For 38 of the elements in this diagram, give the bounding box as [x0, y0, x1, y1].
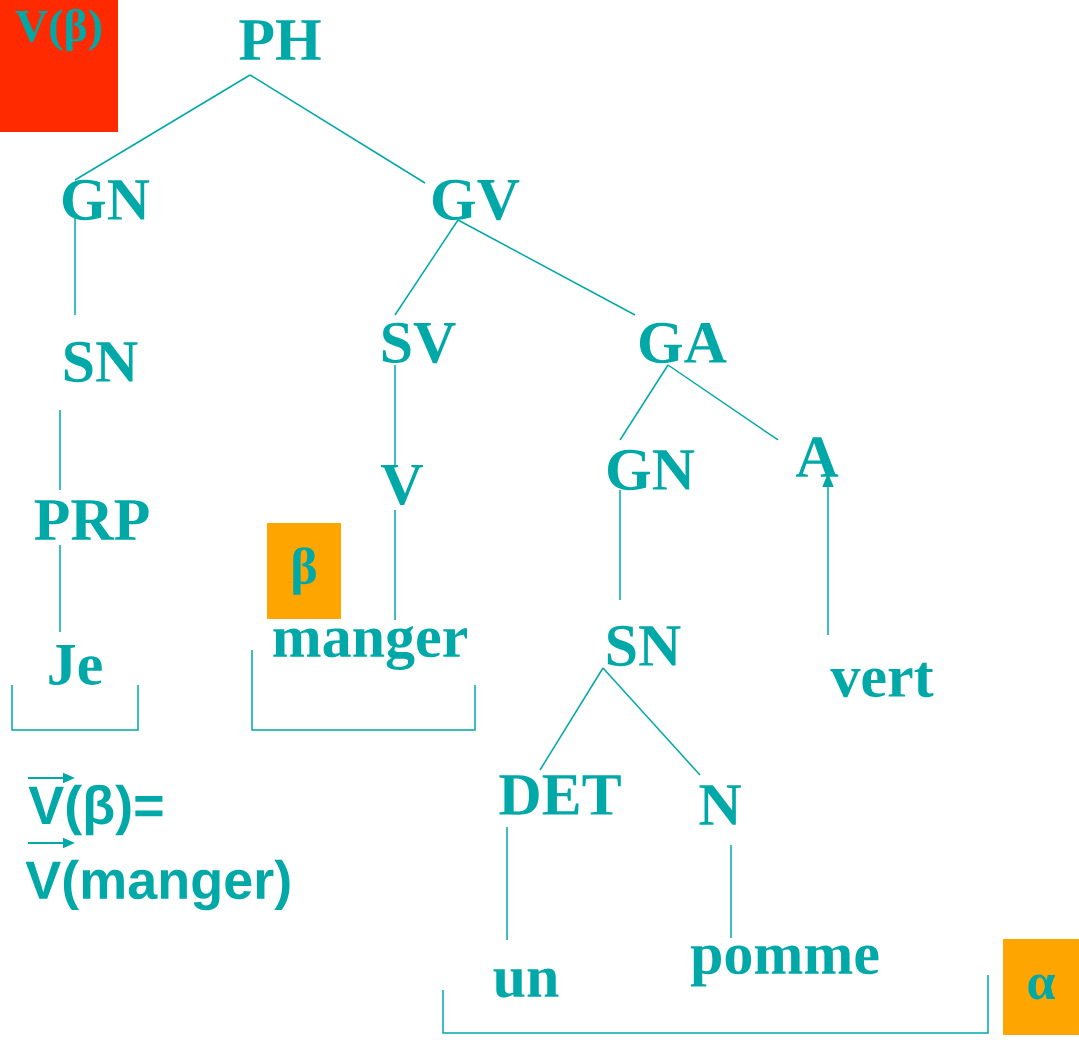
- label-box: V(β): [0, 0, 118, 132]
- tree-label: un: [493, 968, 559, 998]
- tree-line: [59, 409, 61, 491]
- tree-label: PRP: [34, 500, 149, 540]
- formula-text: V(β)=: [28, 784, 163, 836]
- tree-label: DET: [499, 775, 621, 815]
- tree-line: [394, 509, 396, 621]
- tree-label: Je: [49, 645, 102, 685]
- tree-line: [74, 74, 251, 181]
- tree-label: SN: [607, 625, 681, 667]
- tree-line: [506, 826, 508, 941]
- tree-line: [667, 364, 779, 441]
- tree-line: [539, 667, 604, 771]
- label-box: α: [1003, 939, 1079, 1035]
- tree-label: manger: [273, 626, 467, 670]
- tree-line: [457, 219, 636, 316]
- label-box: β: [267, 523, 341, 619]
- tree-line: [394, 364, 396, 466]
- tree-line: [619, 364, 669, 441]
- tree-label: vert: [830, 662, 934, 698]
- tree-label: SN: [64, 341, 138, 383]
- tree-label: PH: [239, 20, 321, 60]
- tree-label: GN: [607, 449, 695, 491]
- tree-line: [394, 219, 459, 316]
- formula-text: V(manger): [25, 859, 290, 911]
- tree-label: N: [699, 785, 741, 825]
- tree-label: pomme: [690, 945, 879, 987]
- tree-line: [249, 74, 426, 184]
- tree-label: GN: [62, 179, 150, 221]
- tree-line: [602, 667, 701, 776]
- tree-label: V: [381, 464, 423, 506]
- tree-label: SV: [382, 322, 456, 364]
- tree-line: [59, 544, 61, 633]
- tree-line: [619, 489, 621, 601]
- tree-label: GV: [432, 179, 520, 221]
- tree-line: [730, 844, 732, 939]
- tree-label: GA: [639, 322, 727, 364]
- tree-label: A: [795, 437, 839, 477]
